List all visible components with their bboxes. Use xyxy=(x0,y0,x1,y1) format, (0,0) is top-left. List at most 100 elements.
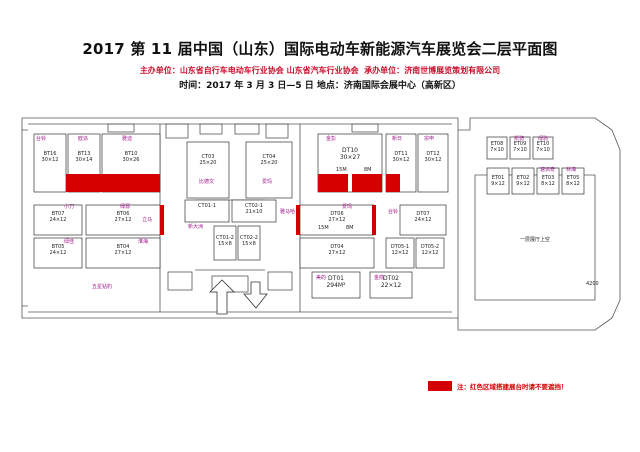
exhibitor-label: 凯骑 xyxy=(514,136,525,142)
restricted-zone xyxy=(352,174,382,192)
exhibitor-label: 立马 xyxy=(142,217,153,223)
host-label: 主办单位： xyxy=(139,66,180,75)
booth-et09 xyxy=(509,136,531,160)
restricted-zone xyxy=(386,174,400,192)
booth-ct02-1 xyxy=(231,199,277,223)
dimension-label: 15M xyxy=(336,167,347,173)
exhibitor-label: 宗申 xyxy=(424,136,435,142)
restricted-zone xyxy=(318,174,348,192)
exhibitor-label: 欧派 xyxy=(78,136,89,142)
booth-bt04 xyxy=(85,237,161,269)
exhibitor-label: 金箭 xyxy=(374,275,385,281)
booth-dt05-1 xyxy=(385,237,415,269)
exhibitor-label: 新大洲 xyxy=(188,224,204,230)
exhibitor-label: 台铃 xyxy=(36,136,47,142)
booth-bt05 xyxy=(33,237,83,269)
booth-dt07 xyxy=(399,204,447,236)
exhibitor-label: 林海 xyxy=(566,167,577,173)
exhibitor-label: 小刀 xyxy=(64,204,75,210)
legend-text: 注：红色区域搭建展台时请不要遮挡！ xyxy=(457,383,568,391)
exhibitor-label: 雅马哈 xyxy=(280,209,296,215)
exhibitor-label: 爱玛 xyxy=(262,179,273,185)
restricted-zone xyxy=(102,174,160,192)
page-title: 2017 第 11 届中国（山东）国际电动车新能源汽车展览会二层平面图 xyxy=(82,40,558,58)
entrance-arrow-up-icon xyxy=(209,279,235,315)
booth-dt12 xyxy=(417,133,449,193)
exhibitor-label: 比德文 xyxy=(199,179,215,185)
booth-et05 xyxy=(561,167,585,195)
restricted-zone xyxy=(296,205,300,235)
building-outline xyxy=(21,117,621,331)
undertaker-label: 承办单位： xyxy=(364,66,405,75)
exit-arrow-down-icon xyxy=(243,281,268,309)
time-venue: 时间：2017 年 3 月 3 日—5 日 地点：济南国际会展中心（高新区） xyxy=(179,81,461,91)
booth-et01 xyxy=(486,167,510,195)
booth-et08 xyxy=(486,136,508,160)
dimension-label: 15M xyxy=(318,225,329,231)
booth-dt02 xyxy=(369,271,413,299)
exhibitor-label: 绿驹 xyxy=(538,136,549,142)
exhibitor-label: 五星钻豹 xyxy=(92,284,113,290)
restricted-zone xyxy=(372,205,376,235)
booth-ct04 xyxy=(245,141,293,199)
booth-et03 xyxy=(536,167,560,195)
booth-et02 xyxy=(511,167,535,195)
exhibitor-label: 爱玛 xyxy=(342,204,353,210)
exhibitor-label: 新日 xyxy=(392,136,403,142)
legend-swatch xyxy=(428,381,452,391)
booth-dt06 xyxy=(299,204,375,236)
booth-bt07 xyxy=(33,204,83,236)
booth-ct02-2 xyxy=(237,225,261,261)
exhibitor-label: 速派奇 xyxy=(540,167,556,173)
dimension-label: 8M xyxy=(346,225,354,231)
open-area-label: 一层展厅上空 xyxy=(520,237,551,243)
exhibitor-label: 美的 xyxy=(316,275,327,281)
exhibitor-label: 台铃 xyxy=(388,209,399,215)
host-orgs: 山东省自行车电动车行业协会 山东省汽车行业协会 xyxy=(179,66,359,75)
booth-dt04 xyxy=(299,237,375,269)
booth-bt16 xyxy=(33,133,67,193)
booth-bt06 xyxy=(85,204,161,236)
exhibitor-label: 雅迪 xyxy=(122,136,133,142)
booth-ct01-1 xyxy=(184,199,230,223)
hall-label: CT01-1 xyxy=(198,203,216,209)
organizers-line: 主办单位：山东省自行车电动车行业协会 山东省汽车行业协会 承办单位：济南世博展览… xyxy=(0,65,640,76)
booth-ct03 xyxy=(186,141,230,199)
exhibitor-label: 绿佳 xyxy=(64,239,75,245)
exhibitor-label: 淮海 xyxy=(138,239,149,245)
booth-et10 xyxy=(532,136,554,160)
exhibitor-label: 金彭 xyxy=(326,136,337,142)
undertaker-org: 济南世博展览策划有限公司 xyxy=(404,66,501,75)
booth-dt05-2 xyxy=(415,237,445,269)
restricted-zone xyxy=(66,174,102,192)
exhibitor-label: 绿源 xyxy=(120,204,131,210)
dimension-label: 4200 xyxy=(586,281,599,287)
